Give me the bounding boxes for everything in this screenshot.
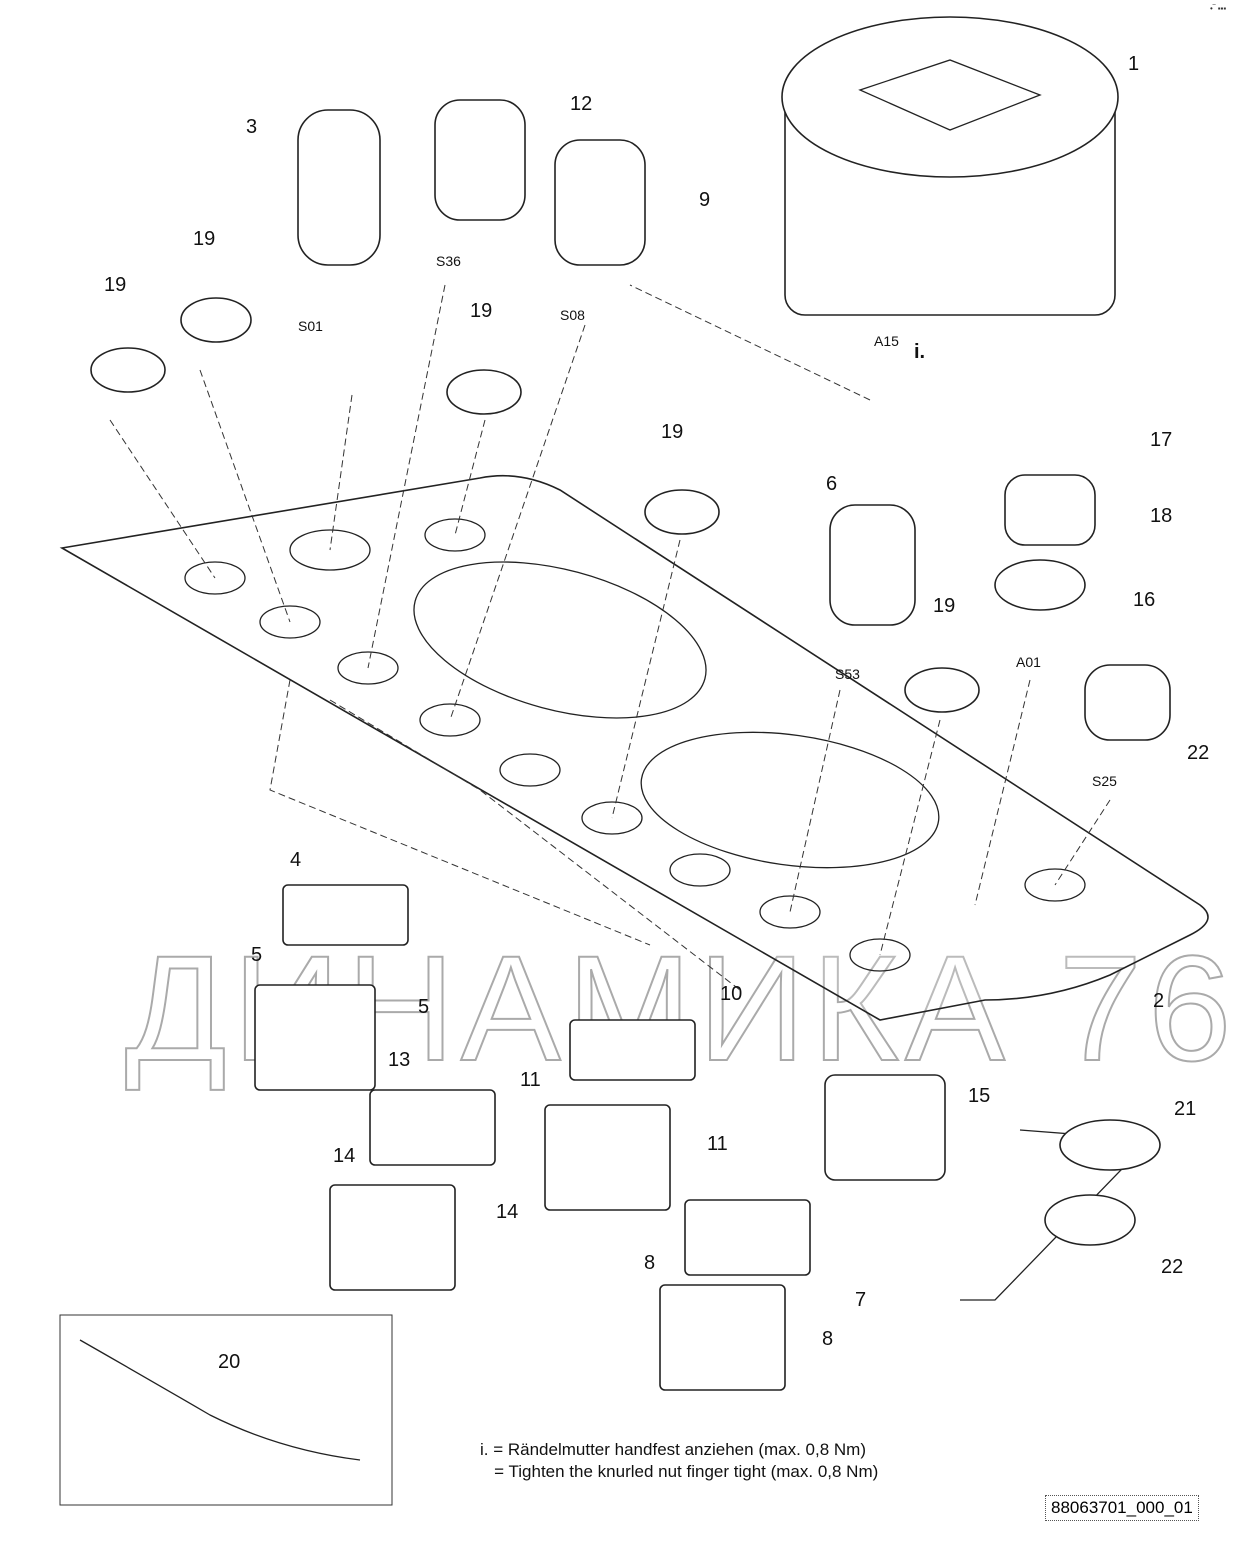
callout-16: 16 <box>1133 589 1155 611</box>
callout-6: 6 <box>826 473 837 495</box>
callout-5: 5 <box>418 996 429 1018</box>
callout-22: 22 <box>1187 742 1209 764</box>
callout-15: 15 <box>968 1085 990 1107</box>
blind-caps <box>90 297 980 713</box>
callout-5: 5 <box>251 944 262 966</box>
wiring-harness <box>79 1339 361 1461</box>
callout-8: 8 <box>822 1328 833 1350</box>
callout-17: 17 <box>1150 429 1172 451</box>
bracket-and-nut <box>960 1119 1161 1301</box>
callout-19: 19 <box>661 421 683 443</box>
code-s01: S01 <box>298 318 323 334</box>
callout-3: 3 <box>246 116 257 138</box>
assembly-lines <box>109 284 1111 991</box>
callout-2: 2 <box>1153 990 1164 1012</box>
callout-7: 7 <box>855 1289 866 1311</box>
switches <box>297 99 1171 1181</box>
code-a01: A01 <box>1016 654 1041 670</box>
callout-19: 19 <box>104 274 126 296</box>
callout-10: 10 <box>720 983 742 1005</box>
contact-blocks <box>254 884 811 1391</box>
callout-20: 20 <box>218 1351 240 1373</box>
document-id: 88063701_000_01 <box>1045 1495 1199 1521</box>
callout-1: 1 <box>1128 53 1139 75</box>
callout-11: 11 <box>520 1069 541 1091</box>
note-english: = Tighten the knurled nut finger tight (… <box>480 1462 879 1481</box>
harness-inset-frame <box>59 1314 393 1506</box>
callout-8: 8 <box>644 1252 655 1274</box>
callout-19: 19 <box>193 228 215 250</box>
code-s53: S53 <box>835 666 860 682</box>
display-unit <box>781 16 1119 316</box>
callout-14: 14 <box>333 1145 355 1167</box>
callout-19: 19 <box>470 300 492 322</box>
callout-11: 11 <box>707 1133 728 1155</box>
code-s25: S25 <box>1092 773 1117 789</box>
callout-12: 12 <box>570 93 592 115</box>
callout-9: 9 <box>699 189 710 211</box>
callout-22: 22 <box>1161 1256 1183 1278</box>
callout-4: 4 <box>290 849 301 871</box>
callout-labels: 1 12 3 9 19 19 19 19 17 6 18 16 19 22 4 … <box>104 53 1209 1373</box>
note-german: i. = Rändelmutter handfest anziehen (max… <box>480 1440 866 1459</box>
code-i: i. <box>914 341 925 363</box>
callout-18: 18 <box>1150 505 1172 527</box>
callout-19: 19 <box>933 595 955 617</box>
code-s08: S08 <box>560 307 585 323</box>
callout-21: 21 <box>1174 1098 1196 1120</box>
callout-13: 13 <box>388 1049 410 1071</box>
callout-14: 14 <box>496 1201 518 1223</box>
code-s36: S36 <box>436 253 461 269</box>
dashboard-panel <box>59 474 1209 1021</box>
corner-mark: •‾ ▪▪▪ <box>1210 4 1227 13</box>
code-a15: A15 <box>874 333 899 349</box>
